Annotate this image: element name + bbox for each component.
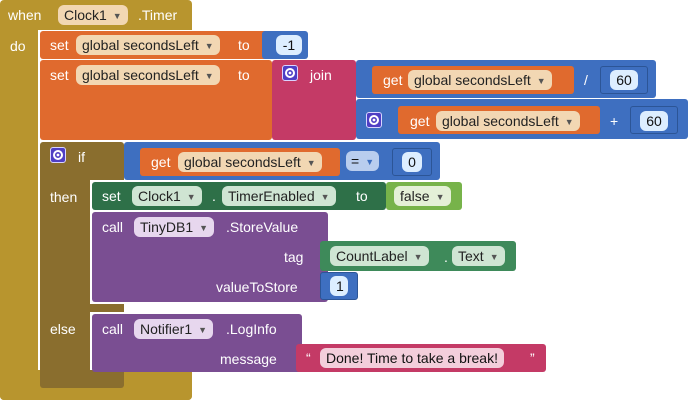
gear-icon[interactable]	[366, 112, 382, 128]
store-component-name: TinyDB1	[140, 219, 194, 235]
message-text-field[interactable]: Done! Time to take a break!	[320, 348, 504, 368]
quote-open: “	[306, 350, 311, 366]
store-tag-label: tag	[284, 249, 304, 265]
boolean-value-dropdown[interactable]: false ▼	[394, 186, 451, 206]
compare-operator: =	[351, 153, 360, 169]
notifier-component-name: Notifier1	[140, 321, 193, 337]
boolean-value: false	[400, 188, 430, 204]
divide-operator: /	[584, 72, 588, 88]
plus-value-field[interactable]: 60	[640, 111, 668, 131]
compare-operator-dropdown[interactable]: =▼	[346, 151, 380, 171]
set2-variable-dropdown[interactable]: global secondsLeft ▼	[76, 65, 220, 85]
timer-property-name: TimerEnabled	[228, 188, 315, 204]
chevron-down-icon: ▼	[204, 41, 214, 51]
get1-variable-dropdown[interactable]: global secondsLeft ▼	[408, 70, 552, 90]
tag-component-name: CountLabel	[336, 248, 408, 264]
get2-variable-name: global secondsLeft	[442, 113, 559, 129]
event-name-label: .Timer	[138, 7, 178, 23]
chevron-down-icon: ▼	[198, 325, 208, 335]
chevron-down-icon: ▼	[536, 76, 546, 86]
gear-icon[interactable]	[282, 65, 298, 81]
event-component-name: Clock1	[64, 7, 107, 23]
get2-variable-dropdown[interactable]: global secondsLeft ▼	[436, 111, 580, 131]
set2-set-label: set	[50, 67, 69, 83]
chevron-down-icon: ▼	[489, 252, 499, 262]
timer-dot: .	[212, 188, 216, 204]
chevron-down-icon: ▼	[320, 192, 330, 202]
event-do-label: do	[10, 38, 26, 54]
chevron-down-icon: ▼	[204, 71, 214, 81]
notifier-call-label: call	[102, 321, 124, 337]
else-label: else	[50, 321, 76, 337]
chevron-down-icon: ▼	[413, 252, 423, 262]
store-method-label: .StoreValue	[226, 219, 299, 235]
notifier-method-label: .LogInfo	[226, 321, 277, 337]
tag-property-name: Text	[458, 248, 484, 264]
store-value-label: valueToStore	[216, 279, 298, 295]
tag-dot: .	[444, 249, 448, 265]
timer-component-name: Clock1	[138, 188, 181, 204]
store-value-field[interactable]: 1	[330, 276, 348, 296]
chevron-down-icon: ▼	[365, 157, 375, 167]
set2-variable-name: global secondsLeft	[82, 67, 199, 83]
set1-to-label: to	[238, 37, 250, 53]
set1-variable-dropdown[interactable]: global secondsLeft ▼	[76, 35, 220, 55]
if-label: if	[78, 149, 85, 165]
store-component-dropdown[interactable]: TinyDB1 ▼	[134, 217, 215, 237]
divide-value-field[interactable]: 60	[610, 70, 638, 90]
chevron-down-icon: ▼	[199, 223, 209, 233]
get3-variable-dropdown[interactable]: global secondsLeft ▼	[178, 152, 322, 172]
notifier-message-label: message	[220, 351, 277, 367]
set1-value-field[interactable]: -1	[276, 35, 302, 55]
gear-icon[interactable]	[50, 147, 66, 163]
notifier-component-dropdown[interactable]: Notifier1 ▼	[134, 319, 214, 339]
quote-close: ”	[530, 350, 535, 366]
chevron-down-icon: ▼	[564, 117, 574, 127]
set1-set-label: set	[50, 37, 69, 53]
timer-component-dropdown[interactable]: Clock1 ▼	[132, 186, 202, 206]
get1-label: get	[383, 72, 403, 88]
timer-to-label: to	[356, 188, 368, 204]
chevron-down-icon: ▼	[112, 11, 122, 21]
chevron-down-icon: ▼	[306, 158, 316, 168]
timer-set-label: set	[102, 188, 121, 204]
then-label: then	[50, 189, 78, 205]
set1-variable-name: global secondsLeft	[82, 37, 199, 53]
tag-component-dropdown[interactable]: CountLabel ▼	[330, 246, 429, 266]
get2-label: get	[410, 113, 430, 129]
compare-value-field[interactable]: 0	[402, 152, 422, 172]
join-label: join	[310, 67, 332, 83]
event-component-dropdown[interactable]: Clock1 ▼	[58, 5, 128, 25]
chevron-down-icon: ▼	[186, 192, 196, 202]
timer-property-dropdown[interactable]: TimerEnabled ▼	[222, 186, 336, 206]
chevron-down-icon: ▼	[435, 192, 445, 202]
tag-property-dropdown[interactable]: Text ▼	[452, 246, 505, 266]
set2-to-label: to	[238, 67, 250, 83]
event-when-label: when	[8, 7, 42, 23]
get1-variable-name: global secondsLeft	[414, 72, 531, 88]
plus-operator: +	[610, 113, 619, 129]
get3-label: get	[151, 154, 171, 170]
store-call-label: call	[102, 219, 124, 235]
get3-variable-name: global secondsLeft	[184, 154, 301, 170]
